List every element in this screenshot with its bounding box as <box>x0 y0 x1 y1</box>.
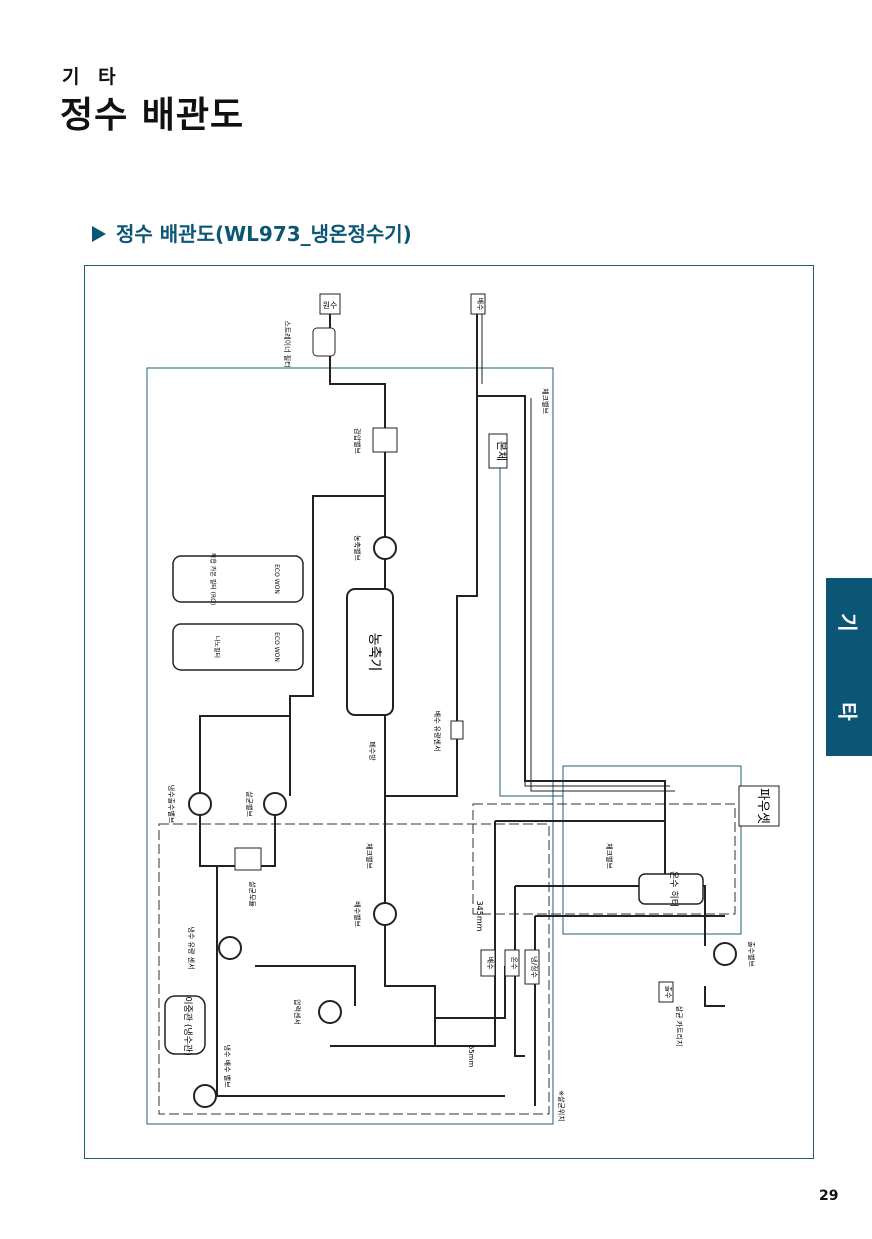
section-label: 기 타 <box>62 66 122 88</box>
drain-inlet-label: 배수 <box>476 298 485 311</box>
side-tab-top: 기 <box>835 613 860 632</box>
diagram-frame: 원수 스트레이너 필터 배수 체크밸브 본체 감압밸브 농축밸브 복합 카본 필… <box>84 265 814 1159</box>
flow-sensor-label: 냉수 유량 센서 <box>187 926 196 969</box>
side-tab-bottom: 타 <box>835 702 860 721</box>
water-in-label: 원수 <box>323 301 338 310</box>
concentrator-label: 농축기 <box>366 633 382 672</box>
length-65-label: 65mm <box>467 1045 475 1068</box>
cold-water-valve-label: 냉수출수밸브 <box>167 785 176 824</box>
piping-diagram: 원수 스트레이너 필터 배수 체크밸브 본체 감압밸브 농축밸브 복합 카본 필… <box>146 293 780 1125</box>
page-title: 정수 배관도 <box>60 95 245 136</box>
concentrate-valve-label: 농축밸브 <box>353 535 362 561</box>
cold-tank-label: 이중관 (냉수관) <box>182 996 193 1056</box>
sterilize-cartridge-label: 살균 카트리지 <box>675 1006 684 1047</box>
cold-drain-valve-label: 냉수 배수 밸브 <box>223 1044 232 1088</box>
hot-valve-label: 출수밸브 <box>747 941 756 967</box>
page-number: 29 <box>819 1188 839 1204</box>
drain-valve-label: 배수밸브 <box>353 901 362 927</box>
outlet-label: 출수 <box>664 986 673 999</box>
hot-heater-label: 온수 히터 <box>668 871 679 907</box>
diagram-heading: 정수 배관도(WL973_냉온정수기) <box>92 218 412 247</box>
post-filter: 나노필터 ECO WON <box>172 623 304 671</box>
check-valve-mid-label: 체크밸브 <box>365 843 374 869</box>
post-filter-brand: ECO WON <box>273 632 280 662</box>
side-tab: 기 타 <box>826 578 872 756</box>
composite-filter: 복합 카본 필터 (RO) ECO WON <box>172 553 304 605</box>
diagram-heading-text: 정수 배관도(WL973_냉온정수기) <box>116 222 412 246</box>
body-label: 본체 <box>495 441 508 461</box>
hot-check-label: 체크밸브 <box>605 843 614 869</box>
sterilize-module-label: 살균모듈 <box>248 881 257 907</box>
composite-filter-label: 복합 카본 필터 (RO) <box>209 553 217 605</box>
waste-valve-label: 폐수방 <box>368 741 377 761</box>
length-345-label: 345mm <box>475 901 484 932</box>
faucet-label: 파우셋 <box>755 788 770 824</box>
post-filter-label: 나노필터 <box>213 636 221 658</box>
hot-tag: 온수 <box>510 957 518 970</box>
composite-filter-brand: ECO WON <box>273 564 280 594</box>
triangle-bullet-icon <box>92 226 106 242</box>
pressure-sensor-label: 압력센서 <box>293 999 302 1025</box>
pressure-reducing-label: 감압밸브 <box>353 428 362 454</box>
check-valve-top-label: 체크밸브 <box>541 388 550 414</box>
drain-tag: 배수 <box>486 957 495 970</box>
sterilize-valve-label: 살균밸브 <box>245 791 254 817</box>
cold-tag: 냉/정수 <box>530 956 539 978</box>
drain-sensor-label: 배수 유량센서 <box>433 711 442 752</box>
strainer-label: 스트레이너 필터 <box>283 320 292 367</box>
sterilize-site-label: ※살균위치 <box>557 1090 566 1122</box>
